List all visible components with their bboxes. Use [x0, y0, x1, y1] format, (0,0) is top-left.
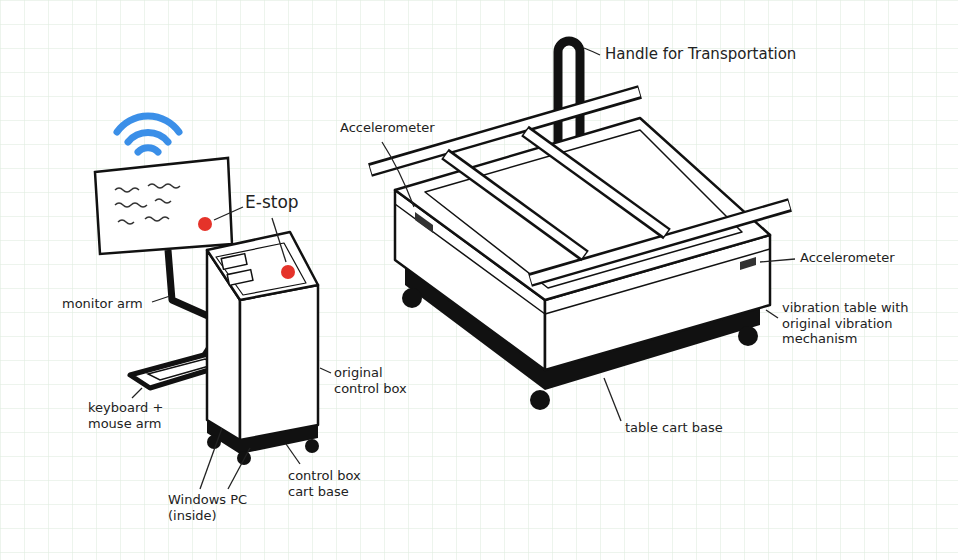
- control-box-cart-base: [207, 420, 319, 465]
- transport-handle: [558, 41, 580, 150]
- part-label: Accelerometer: [800, 250, 950, 266]
- part-label: vibration table with original vibration …: [782, 300, 947, 347]
- part-label: Accelerometer: [340, 120, 470, 136]
- part-label: control box cart base: [288, 468, 388, 499]
- accelerometer: [415, 212, 433, 233]
- part-label: Handle for Transportation: [605, 45, 845, 63]
- part-label: Windows PC (inside): [168, 492, 278, 523]
- leader-lines: [132, 48, 795, 489]
- control-box: [207, 232, 318, 440]
- part-label: keyboard + mouse arm: [88, 400, 180, 431]
- e-stop-button: [281, 265, 295, 279]
- vibration-table: [370, 92, 790, 410]
- accelerometer: [740, 257, 756, 270]
- part-label: table cart base: [625, 420, 775, 436]
- part-label: monitor arm: [62, 296, 154, 312]
- part-label: E-stop: [245, 192, 335, 212]
- wifi-icon: [117, 116, 179, 152]
- monitor: [95, 158, 232, 254]
- monitor-arm: [168, 250, 208, 316]
- e-stop-button: [198, 217, 212, 231]
- part-label: original control box: [334, 365, 429, 396]
